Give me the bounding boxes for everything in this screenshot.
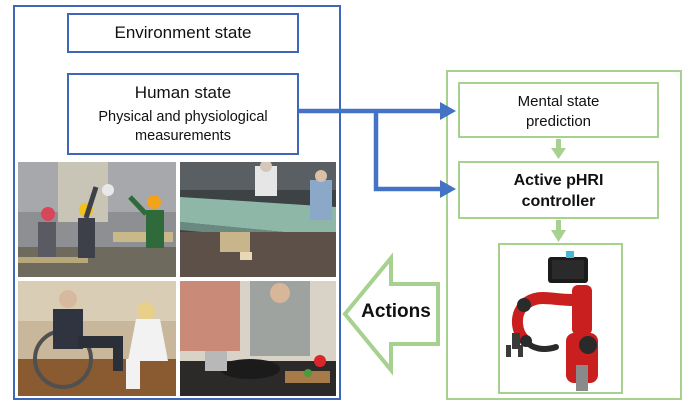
robot-panel <box>446 70 682 400</box>
environment-state-label: Environment state <box>114 23 252 42</box>
actions-arrow <box>342 252 440 376</box>
arrowhead-to-mental-state <box>440 102 456 120</box>
photo-assembly-line <box>180 162 336 277</box>
arrowhead-to-controller <box>440 180 456 198</box>
green-down-arrow-2 <box>551 220 566 242</box>
human-state-box: Human state Physical and physiological m… <box>67 73 299 155</box>
mental-state-label: Mental state prediction <box>517 93 600 130</box>
blue-connector-arrows <box>299 108 440 192</box>
human-state-subtitle: Physical and physiological measurements <box>98 109 268 144</box>
actions-label: Actions <box>361 301 431 322</box>
photo-caregiver-wheelchair <box>18 281 176 396</box>
photo-kitchen-cooking <box>180 281 336 396</box>
robot-arm-image <box>506 251 598 391</box>
human-environment-panel <box>13 5 341 400</box>
environment-state-box: Environment state <box>67 13 299 53</box>
controller-box: Active pHRI controller <box>458 161 659 219</box>
mental-state-box: Mental state prediction <box>458 82 659 138</box>
human-state-title: Human state <box>134 83 232 102</box>
controller-label: Active pHRI controller <box>513 172 604 210</box>
robot-box <box>498 243 623 394</box>
photo-construction-workers <box>18 162 176 277</box>
green-down-arrow-1 <box>551 139 566 159</box>
